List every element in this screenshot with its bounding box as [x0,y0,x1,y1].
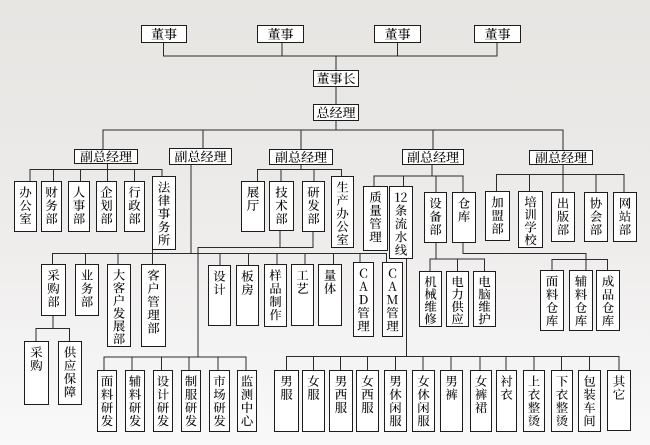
org-node-association-dept: 协会部 [583,191,608,242]
org-node-director-3: 董事 [373,24,421,43]
org-node-assembly-lines: 12条流水线 [388,185,413,259]
org-node-director-4: 董事 [473,24,521,43]
org-node-line-shirts: 衬衣 [495,369,517,432]
org-node-showroom: 展厅 [240,180,265,232]
org-node-craft: 工艺 [290,263,314,326]
org-node-accessory-rnd: 辅料研发 [124,369,145,432]
org-node-market-rnd: 市场研发 [208,369,230,432]
org-node-purchasing: 采购 [23,340,49,405]
org-node-line-womens-wear: 女服 [301,369,325,432]
org-node-line-other: 其它 [606,369,631,431]
org-node-deputy-gm-3: 副总经理 [268,148,333,165]
org-node-planning-dept: 企划部 [95,180,117,232]
org-node-power-supply: 电力供应 [445,270,469,327]
org-node-line-top-pressing: 上衣整烫 [522,369,545,432]
org-node-production-office: 生产办公室 [330,175,354,248]
org-node-law-office: 法律事务所 [151,175,176,250]
org-node-training-school: 培训学校 [517,190,543,248]
org-node-finished-warehouse: 成品仓库 [595,269,620,331]
org-node-franchise-dept: 加盟部 [484,190,510,241]
org-node-deputy-gm-2: 副总经理 [168,147,232,165]
org-node-design: 设计 [207,264,231,326]
org-node-body-measure: 量体 [317,263,342,326]
org-node-warehouse: 仓库 [451,191,476,243]
org-node-line-packaging: 包装车间 [577,369,601,432]
org-node-key-account-dept: 大客户发展部 [106,263,131,347]
org-node-hr-dept: 人事部 [67,180,90,232]
org-node-tech-dept: 技术部 [268,180,294,231]
org-node-line-mens-wear: 男服 [273,369,299,432]
org-node-design-rnd: 设计研发 [152,369,173,432]
org-node-general-manager: 总经理 [312,103,359,121]
org-node-deputy-gm-4: 副总经理 [401,148,464,165]
org-node-website-dept: 网站部 [612,191,637,242]
org-node-rnd-dept: 研发部 [301,180,325,232]
org-node-line-bottom-pressing: 下衣整烫 [550,369,573,432]
org-node-line-womens-casual: 女休闲服 [411,369,435,432]
org-node-business-dept: 业务部 [74,263,99,316]
org-node-cam-mgmt: CAM管理 [381,261,403,337]
org-node-accessory-warehouse: 辅料仓库 [568,269,593,331]
org-node-quality-mgmt: 质量管理 [362,185,388,251]
org-node-computer-maint: 电脑维护 [472,270,496,327]
org-node-pattern-room: 板房 [235,264,259,326]
org-node-line-mens-casual: 男休闲服 [383,369,407,432]
org-node-line-womens-pants: 女裤裙 [469,369,492,432]
org-node-line-mens-pants: 男裤 [439,369,463,432]
org-node-supply-support: 供应保障 [57,340,82,405]
org-node-chairman: 董事长 [312,69,359,87]
org-node-office: 办公室 [13,180,37,232]
org-node-client-mgmt-dept: 客户管理部 [140,263,166,347]
org-node-uniform-rnd: 制服研发 [180,369,201,432]
org-node-deputy-gm-5: 副总经理 [528,149,593,165]
org-node-machine-repair: 机械维修 [418,270,442,327]
org-node-equipment-dept: 设备部 [423,191,447,243]
org-node-director-1: 董事 [140,24,187,43]
org-node-fabric-rnd: 面料研发 [96,369,117,432]
org-node-monitor-center: 监测中心 [236,369,257,432]
org-node-publishing-dept: 出版部 [550,191,575,242]
org-node-admin-dept: 行政部 [123,180,145,232]
org-node-deputy-gm-1: 副总经理 [73,148,138,164]
org-node-line-mens-suits: 男西服 [328,369,353,432]
org-node-director-2: 董事 [256,24,304,43]
org-node-purchasing-dept: 采购部 [40,263,66,316]
org-node-finance-dept: 财务部 [40,180,62,232]
org-node-fabric-warehouse: 面料仓库 [539,269,564,331]
org-node-line-womens-suits: 女西服 [355,369,379,432]
org-node-cad-mgmt: CAD管理 [352,261,374,337]
org-node-sample-making: 样品制作 [263,263,287,327]
